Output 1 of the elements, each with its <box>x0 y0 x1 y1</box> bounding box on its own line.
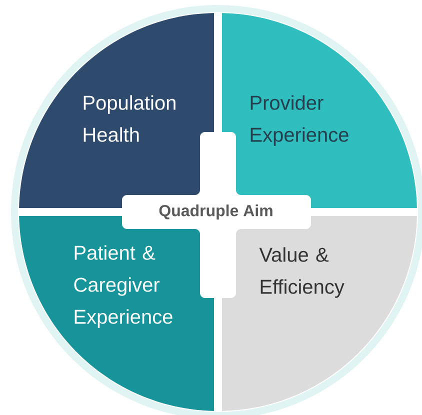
quadrant-segment: Value & Efficiency <box>222 216 417 411</box>
